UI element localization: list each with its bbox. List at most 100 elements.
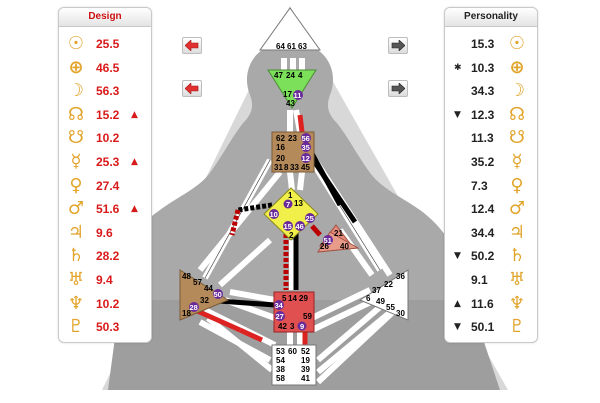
design-panel: Design ☉25.5⊕46.5☽56.3☊15.2▲☋10.2☿25.3▲♀… xyxy=(58,7,152,343)
venus-icon: ♀ xyxy=(510,174,524,196)
gate-62: 62 xyxy=(276,134,285,143)
earth-icon: ⊕ xyxy=(68,56,84,78)
gate-27: 27 xyxy=(276,312,284,321)
design-fixing-mark: ▲ xyxy=(131,157,138,167)
activated-channels xyxy=(193,114,358,345)
gate-7: 7 xyxy=(286,200,290,209)
personality-row-north-node: ☊12.3▼ xyxy=(445,103,537,125)
gate-35-marker xyxy=(301,142,311,152)
personality-row-saturn: ♄50.2▼ xyxy=(445,246,537,266)
gate-46-marker xyxy=(295,221,305,231)
gate-46: 46 xyxy=(296,222,304,231)
earth-icon: ⊕ xyxy=(509,56,525,78)
design-value: 46.5 xyxy=(96,60,120,75)
gate-12-marker xyxy=(301,153,311,163)
gate-1: 1 xyxy=(288,191,293,200)
design-value: 10.2 xyxy=(96,131,120,146)
personality-row-neptune: ♆11.6▲ xyxy=(445,293,537,314)
pluto-icon: ♇ xyxy=(508,316,526,338)
personality-value: 50.2 xyxy=(471,249,495,264)
gate-11: 11 xyxy=(294,91,302,100)
gate-55: 55 xyxy=(386,303,395,312)
personality-value: 34.4 xyxy=(471,225,495,240)
gate-44: 44 xyxy=(204,284,213,293)
gate-52: 52 xyxy=(301,347,310,356)
personality-next-button-1[interactable] xyxy=(388,37,408,54)
gate-24: 24 xyxy=(286,71,295,80)
personality-value: 10.3 xyxy=(471,60,495,75)
venus-icon: ♀ xyxy=(69,174,83,196)
gate-27-marker xyxy=(275,311,285,321)
gate-3: 3 xyxy=(290,322,295,331)
design-row-jupiter: ♃9.6 xyxy=(59,221,151,243)
uranus-icon: ♅ xyxy=(67,269,85,290)
design-value: 50.3 xyxy=(96,320,120,335)
gate-40: 40 xyxy=(340,242,349,251)
sun-icon: ☉ xyxy=(67,33,85,54)
design-row-uranus: ♅ 9.4 xyxy=(59,270,151,290)
gate-6: 6 xyxy=(366,294,371,303)
design-row-earth: ⊕ 46.5 xyxy=(59,56,151,78)
personality-fixing-mark: ▲ xyxy=(454,298,461,309)
personality-row-jupiter: ♃ 34.4 xyxy=(445,221,537,243)
solar-plexus-center xyxy=(358,269,409,321)
gate-42: 42 xyxy=(278,322,287,331)
gate-22: 22 xyxy=(384,280,393,289)
jupiter-icon: ♃ xyxy=(508,221,526,243)
gate-25: 25 xyxy=(306,214,314,223)
pluto-icon: ♇ xyxy=(67,316,85,338)
gate-19: 19 xyxy=(301,356,310,365)
design-value: 15.2 xyxy=(96,107,120,122)
gate-10-marker xyxy=(269,209,279,219)
gate-45: 45 xyxy=(301,163,310,172)
personality-value: 35.2 xyxy=(471,155,495,169)
mercury-icon: ☿ xyxy=(511,151,523,172)
saturn-icon: ♄ xyxy=(67,245,85,267)
gate-38: 38 xyxy=(276,365,285,374)
personality-row-venus: ♀7.3 xyxy=(445,174,537,196)
left-arrow-icon xyxy=(185,40,199,51)
design-prev-button-1[interactable] xyxy=(182,37,202,54)
personality-fixing-mark: ✱ xyxy=(454,62,462,73)
gate-10: 10 xyxy=(270,210,278,219)
gate-49: 49 xyxy=(376,297,385,306)
north-node-icon: ☊ xyxy=(509,103,525,125)
personality-row-pluto: ♇50.1▼ xyxy=(445,317,537,337)
personality-value: 11.6 xyxy=(471,296,494,311)
personality-value: 34.3 xyxy=(471,84,495,99)
personality-title: Personality xyxy=(445,8,537,27)
design-value: 10.2 xyxy=(96,296,120,311)
gate-17: 17 xyxy=(283,90,292,99)
jupiter-icon: ♃ xyxy=(67,221,85,243)
gate-15: 15 xyxy=(284,222,292,231)
gate-8: 8 xyxy=(284,163,289,172)
sun-icon: ☉ xyxy=(508,33,526,54)
head-gates: 64 xyxy=(276,42,285,51)
gate-59: 59 xyxy=(303,312,312,321)
design-value: 56.3 xyxy=(96,84,120,99)
root-center xyxy=(271,344,317,386)
moon-icon: ☽ xyxy=(508,80,526,102)
gate-7-marker xyxy=(283,199,293,209)
design-value: 9.4 xyxy=(96,273,113,287)
gate-14: 14 xyxy=(288,294,297,303)
design-row-north-node: ☊15.2▲ xyxy=(59,104,151,125)
personality-next-button-2[interactable] xyxy=(388,80,408,97)
gate-15-marker xyxy=(283,221,293,231)
personality-fixing-mark: ▼ xyxy=(454,322,461,333)
gate-34-marker xyxy=(274,300,284,310)
personality-row-mars: ♂12.4 xyxy=(445,199,537,219)
personality-row-earth: ⊕ 10.3 ✱ xyxy=(445,56,537,78)
personality-row-south-node: ☋11.3 xyxy=(445,128,537,148)
right-arrow-icon xyxy=(391,83,405,94)
design-prev-button-2[interactable] xyxy=(182,80,202,97)
saturn-icon: ♄ xyxy=(508,245,526,267)
gate-16: 16 xyxy=(276,143,285,152)
moon-icon: ☽ xyxy=(67,80,85,102)
gate-28: 28 xyxy=(190,303,198,312)
gate-23: 23 xyxy=(288,134,297,143)
uranus-icon: ♅ xyxy=(508,269,526,290)
design-row-pluto: ♇ 50.3 xyxy=(59,317,151,337)
design-fixing-mark: ▲ xyxy=(131,109,138,120)
